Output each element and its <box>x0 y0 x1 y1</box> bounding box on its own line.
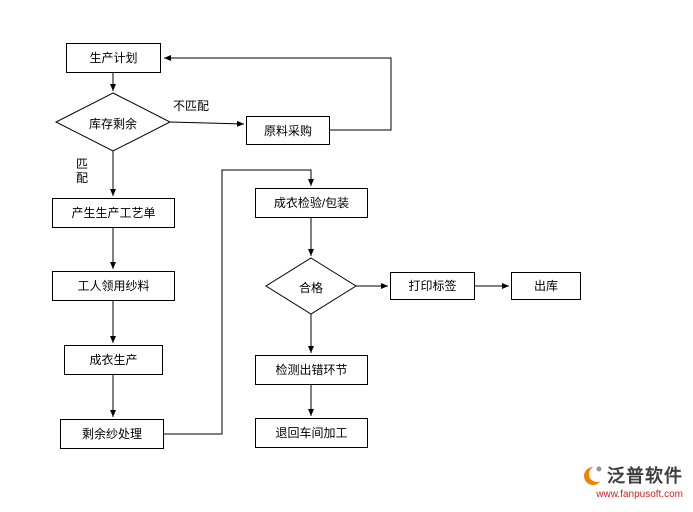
brand-row: 泛普软件 <box>583 462 683 488</box>
decision-qualified-label: 合格 <box>298 281 323 295</box>
brand-name: 泛普软件 <box>607 466 683 486</box>
node-process-order: 产生生产工艺单 <box>52 198 175 228</box>
node-material-purchase: 原料采购 <box>246 116 330 145</box>
edge-inventory-to-purchase <box>169 120 245 127</box>
edge-leftover-to-inspection <box>164 169 314 435</box>
brand-url[interactable]: www.fanpusoft.com <box>596 489 683 500</box>
node-print-label: 打印标签 <box>390 272 475 300</box>
node-leftover-yarn: 剩余纱处理 <box>60 419 164 449</box>
decision-inventory-shape <box>54 92 172 152</box>
node-return-workshop: 退回车间加工 <box>255 418 368 448</box>
node-worker-yarn: 工人领用纱料 <box>52 271 175 301</box>
edge-label-match: 匹配 <box>76 157 89 185</box>
decision-inventory-label: 库存剩余 <box>88 117 137 131</box>
decision-qualified-shape <box>265 257 357 315</box>
brand-block: 泛普软件 www.fanpusoft.com <box>583 462 683 500</box>
fanpu-logo-icon <box>584 466 605 485</box>
edge-label-not-match: 不匹配 <box>173 99 210 113</box>
node-warehouse-out: 出库 <box>511 272 581 300</box>
node-production-plan: 生产计划 <box>66 43 161 73</box>
edge-purchase-to-plan <box>164 55 392 131</box>
node-detect-error: 检测出错环节 <box>255 355 368 385</box>
node-garment-production: 成衣生产 <box>64 345 163 375</box>
node-inspection-packaging: 成衣检验/包装 <box>255 188 368 218</box>
